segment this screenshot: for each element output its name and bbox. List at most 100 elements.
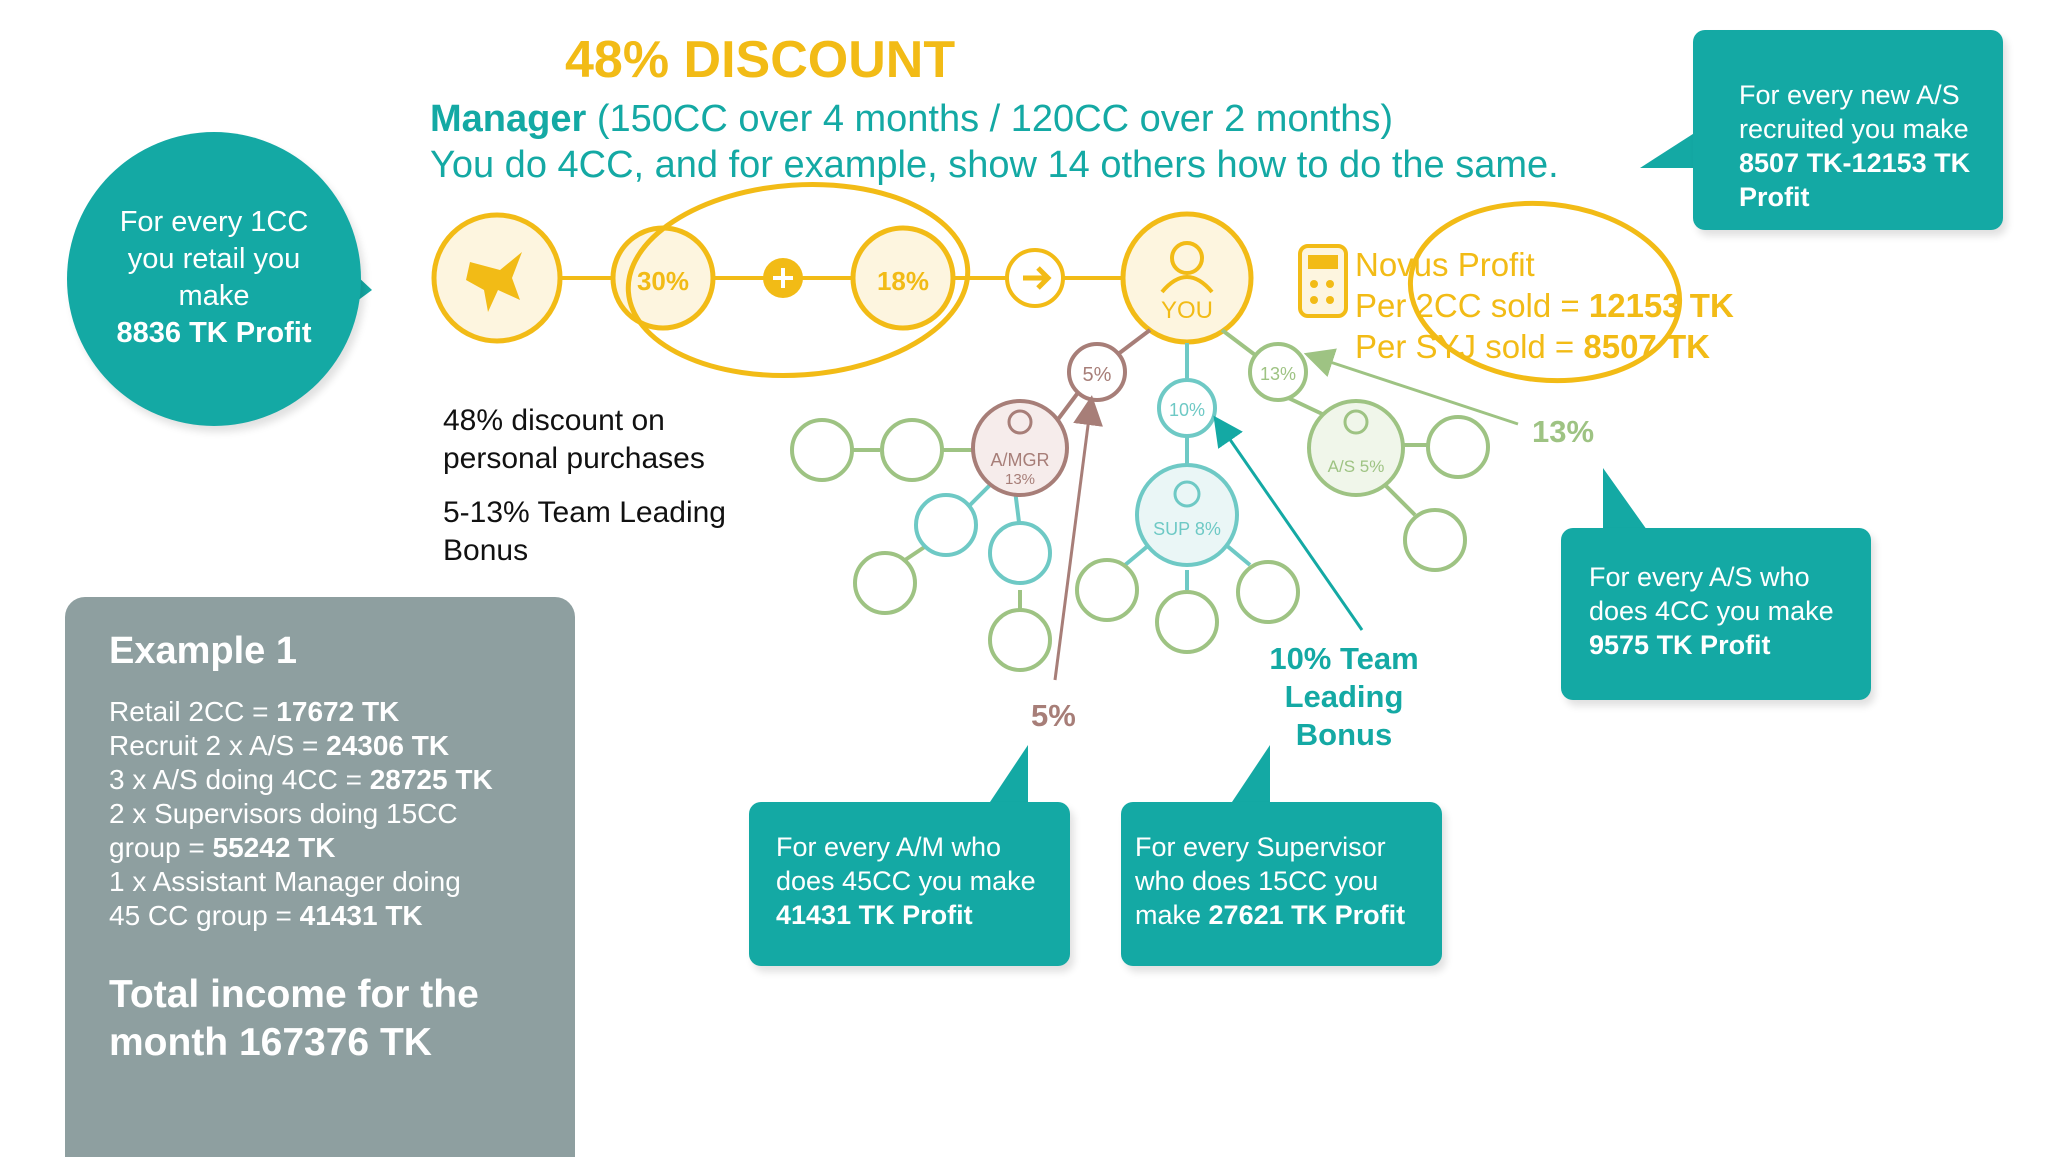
top-right-callout-tail	[1640, 132, 1696, 168]
as-profit-value: 9575 TK Profit	[1589, 630, 1771, 660]
member-node	[853, 551, 917, 615]
as-label: A/S 5%	[1328, 457, 1385, 476]
as-person-icon	[1343, 409, 1369, 435]
you-label: YOU	[1161, 297, 1213, 324]
discount-note-line: personal purchases	[443, 442, 705, 475]
member-node	[914, 493, 978, 557]
example-total-line: Total income for the	[109, 973, 479, 1016]
sup-callout-pre: make	[1135, 900, 1209, 930]
example-row: 45 CC group = 41431 TK	[109, 899, 575, 933]
manager-label: Manager	[430, 98, 587, 140]
sup-callout-line: make 27621 TK Profit	[1135, 898, 1442, 932]
as-node	[1307, 399, 1405, 497]
am-profit-value: 41431 TK Profit	[776, 900, 973, 930]
example-row-value: 24306 TK	[326, 730, 450, 761]
manager-requirement: (150CC over 4 months / 120CC over 2 mont…	[586, 98, 1394, 140]
amgr-node	[971, 399, 1069, 497]
sup-person-icon	[1173, 480, 1201, 508]
example-row-label: Retail 2CC =	[109, 696, 277, 727]
pct-5-label: 5%	[1083, 364, 1112, 386]
member-node	[1155, 590, 1219, 654]
am-profit-callout: For every A/M who does 45CC you make 414…	[749, 802, 1070, 966]
sup-callout-line: who does 15CC you	[1135, 866, 1379, 896]
recruit-callout-line: recruited you make	[1739, 114, 1969, 144]
pct-10-label: 10%	[1169, 400, 1205, 420]
as-callout-line: does 4CC you make	[1589, 596, 1834, 626]
retail-callout-line: For every 1CC	[119, 206, 309, 238]
team-bonus-line: Leading	[1284, 679, 1404, 714]
example-row-value: 17672 TK	[276, 696, 400, 727]
example-row: group = 55242 TK	[109, 831, 575, 865]
percent-30-label: 30%	[637, 266, 689, 296]
member-node	[988, 521, 1052, 585]
recruit-profit-value: Profit	[1739, 182, 1810, 212]
calculator-icon	[1298, 244, 1348, 318]
novus-syj-value: 8507 TK	[1583, 328, 1710, 365]
example-row-value: 28725 TK	[369, 764, 493, 795]
bonus-note-line: 5-13% Team Leading	[443, 496, 726, 529]
team-bonus-line: Bonus	[1295, 717, 1393, 752]
manager-subline: You do 4CC, and for example, show 14 oth…	[430, 144, 1559, 186]
member-node	[1075, 558, 1139, 622]
discount-note-line: 48% discount on	[443, 404, 665, 437]
eagle-icon	[466, 252, 522, 312]
example-row-label: Recruit 2 x A/S =	[109, 730, 327, 761]
team-bonus-line: 10% Team	[1269, 641, 1419, 676]
retail-profit-callout: For every 1CC you retail you make 8836 T…	[67, 132, 361, 426]
manager-heading: Manager (150CC over 4 months / 120CC ove…	[430, 96, 1393, 142]
pct-13-label: 13%	[1260, 364, 1296, 384]
retail-profit-value: 8836 TK Profit	[116, 317, 312, 349]
example-heading: Example 1	[109, 630, 297, 672]
example-row: Recruit 2 x A/S = 24306 TK	[109, 729, 575, 763]
retail-callout-line: make	[178, 280, 250, 312]
sup-node	[1135, 463, 1239, 567]
retail-callout-line: you retail you	[127, 243, 301, 275]
member-node	[790, 418, 854, 482]
team-bonus-label: 10% Team Leading Bonus	[1238, 640, 1450, 754]
novus-line: Per SYJ sold = 8507 TK	[1355, 326, 1734, 367]
sup-profit-value: 27621 TK Profit	[1208, 900, 1406, 930]
novus-title: Novus Profit	[1355, 246, 1535, 283]
node-10-percent	[1157, 378, 1217, 438]
sup-callout-line: For every Supervisor	[1135, 832, 1386, 862]
label-5-percent: 5%	[1031, 698, 1076, 733]
sup-label: SUP 8%	[1153, 519, 1221, 539]
example-row-label: 3 x A/S doing 4CC =	[109, 764, 370, 795]
highlight-ellipse-right	[1407, 200, 1683, 384]
member-node	[1426, 415, 1490, 479]
amgr-person-icon	[1007, 409, 1033, 435]
arrow-10-percent	[1213, 415, 1364, 631]
sup-callout-tail	[1232, 745, 1270, 802]
bonus-note-line: Bonus	[443, 534, 529, 567]
example-row-value: 55242 TK	[212, 832, 336, 863]
recruit-profit-value: 8507 TK-12153 TK	[1739, 148, 1971, 178]
example-row: 2 x Supervisors doing 15CC	[109, 797, 575, 831]
member-node	[880, 418, 944, 482]
am-callout-line: does 45CC you make	[776, 866, 1036, 896]
novus-2cc-label: Per 2CC sold =	[1355, 287, 1589, 324]
novus-line: Per 2CC sold = 12153 TK	[1355, 285, 1734, 326]
label-13-percent: 13%	[1532, 414, 1595, 449]
example-total: Total income for the month 167376 TK	[109, 971, 575, 1067]
arrow-5-percent	[1053, 395, 1103, 681]
sup-profit-callout: For every Supervisor who does 15CC you m…	[1121, 802, 1442, 966]
as-profit-callout: For every A/S who does 4CC you make 9575…	[1561, 528, 1871, 700]
am-callout-tail	[990, 745, 1028, 802]
example-row-label: group =	[109, 832, 213, 863]
page-title: 48% DISCOUNT	[565, 31, 956, 89]
example-row-value: 41431 TK	[299, 900, 423, 931]
novus-2cc-value: 12153 TK	[1588, 287, 1734, 324]
example-panel: Example 1 Retail 2CC = 17672 TK Recruit …	[65, 597, 575, 1157]
example-total-line: month 167376 TK	[109, 1021, 432, 1064]
example-row-label: 1 x Assistant Manager doing	[109, 866, 461, 897]
discount-chain: 30% 18% YOU	[431, 211, 1254, 345]
novus-syj-label: Per SYJ sold =	[1355, 328, 1584, 365]
node-18-percent	[850, 225, 956, 331]
am-callout-line: For every A/M who	[776, 832, 1002, 862]
you-person-icon	[1170, 241, 1204, 275]
member-node	[1403, 508, 1467, 572]
amgr-pct-label: 13%	[1005, 471, 1035, 488]
discount-notes: 48% discount on personal purchases 5-13%…	[443, 402, 726, 570]
example-row-label: 2 x Supervisors doing 15CC	[109, 798, 458, 829]
